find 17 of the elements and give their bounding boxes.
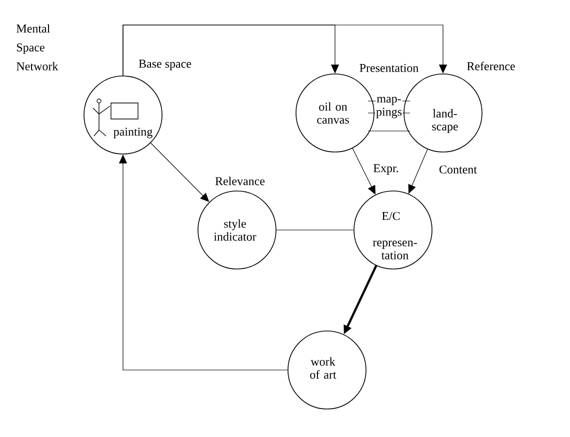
- connector: [122, 24, 448, 76]
- edge-label: map-: [376, 96, 402, 106]
- circle-node: style indicator: [198, 190, 276, 270]
- circle-node: oil on canvas: [296, 74, 374, 152]
- space-label: Base space: [138, 60, 192, 70]
- title: Mental Space Network: [16, 24, 58, 70]
- edge-label: pings: [375, 106, 403, 120]
- circle-node: land- scape: [404, 74, 482, 152]
- edge-label: Expr.: [372, 163, 400, 176]
- edge-label: Content: [438, 164, 478, 175]
- connector: [368, 130, 410, 132]
- circle-node: E/C represen- tation: [354, 190, 432, 270]
- circle-node: work of art: [288, 330, 366, 410]
- space-label: Reference: [467, 62, 515, 70]
- space-label: Relevance: [215, 176, 265, 186]
- circle-node: painting: [84, 76, 162, 154]
- space-label: Presentation: [360, 64, 418, 72]
